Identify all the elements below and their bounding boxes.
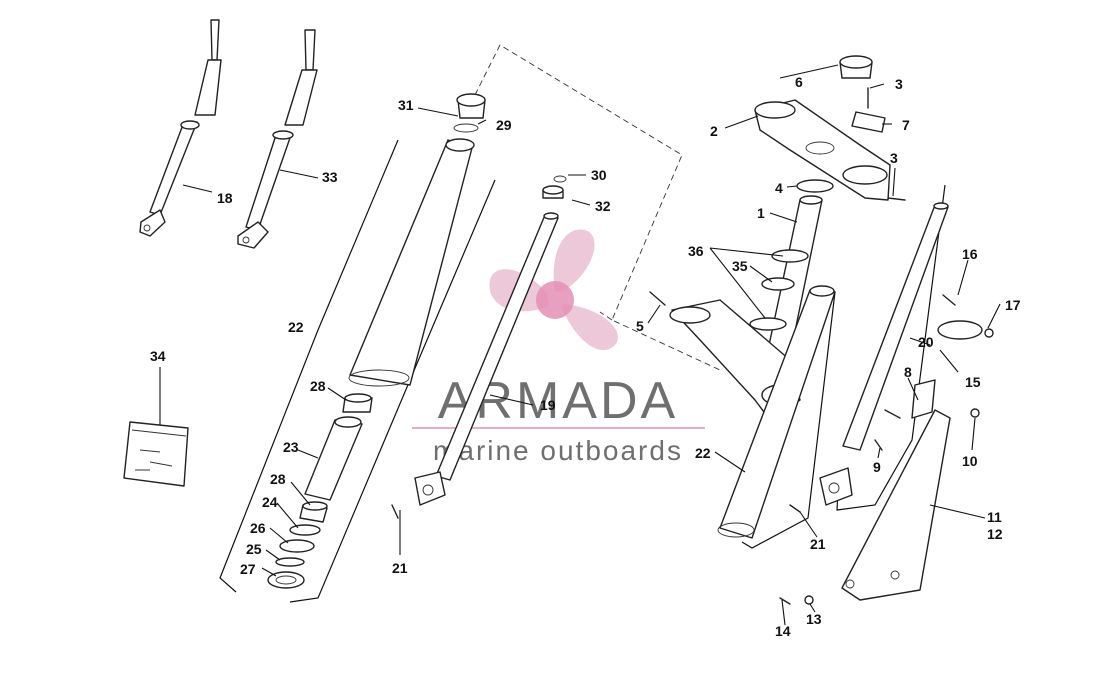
callout-31: 31 [398,97,414,113]
part-35-spacer [761,277,795,291]
callout-9: 9 [873,459,881,475]
steering-stem-group [649,55,906,421]
part-8-bracket [911,379,936,419]
part-3-bolt-side [887,197,906,201]
part-25-clip [275,557,305,567]
part-21-axle-clamp-left [414,471,446,506]
part-15-cable-clamp [937,320,983,340]
part-5-bolt [649,291,666,306]
callout-15: 15 [965,374,981,390]
part-7-clamp [851,111,886,133]
callout-33: 33 [322,169,338,185]
callout-14: 14 [775,623,791,639]
callout-5: 5 [636,318,644,334]
left-fork-leg-group [219,93,496,603]
callout-25: 25 [246,541,262,557]
callout-24: 24 [262,494,278,510]
callout-23: 23 [283,439,299,455]
part-9-bolt [874,439,883,451]
part-17-nut [984,328,994,338]
assembly-dashed-guide [474,44,721,371]
callout-4: 4 [775,180,783,196]
part-16-bolt [942,294,956,306]
callout-21-left: 21 [392,560,408,576]
callout-22-right: 22 [695,445,711,461]
part-13-washer [804,595,814,605]
part-24-washer [289,524,321,536]
callout-17: 17 [1005,297,1021,313]
callout-29: 29 [496,117,512,133]
part-36-bearing-lower [749,317,787,331]
callout-26: 26 [250,520,266,536]
callout-3-top: 3 [895,76,903,92]
part-33-inner-tube-assembly [237,29,318,249]
callout-16: 16 [962,246,978,262]
propeller-icon [489,229,618,351]
part-36-bearing-upper [771,249,809,263]
part-23-inner-tube-left [304,419,363,501]
callout-18: 18 [217,190,233,206]
callout-22-left: 22 [288,319,304,335]
center-rod-group [391,175,567,519]
part-11-fork-guard [841,409,951,601]
callout-8: 8 [904,364,912,380]
callout-6: 6 [795,74,803,90]
right-fork-leg-group [717,285,836,549]
part-10-nut [970,408,980,418]
left-leg-frame [219,139,399,593]
part-14-bolt [779,597,791,605]
callout-3-side: 3 [890,150,898,166]
part-30-ring [553,175,567,183]
callout-19: 19 [540,397,556,413]
part-22-outer-tube-left [349,139,473,386]
callout-32: 32 [595,198,611,214]
part-27-dust-seal [267,571,305,589]
callout-28-lower: 28 [270,471,286,487]
callout-21-right: 21 [810,536,826,552]
right-slider-group [779,184,994,605]
callout-labels: 18 33 34 31 29 30 32 22 28 23 28 24 26 2… [150,74,1021,639]
callout-11: 11 [987,509,1002,525]
callout-13: 13 [806,611,822,627]
callout-27: 27 [240,561,256,577]
part-34-bag [123,421,189,487]
callout-20: 20 [918,334,934,350]
callout-36: 36 [688,243,704,259]
part-26-seal [279,539,315,553]
callout-1: 1 [757,205,765,221]
part-18-inner-tube-assembly [139,19,222,237]
part-20-inner-tube-right [842,204,949,451]
part-21-axle-clamp-right [819,467,853,506]
watermark-tagline: marine outboards [433,435,683,466]
callout-34: 34 [150,348,166,364]
part-4-bearing [796,179,834,193]
callout-10: 10 [962,453,978,469]
callout-28-upper: 28 [310,378,326,394]
callout-7: 7 [902,117,910,133]
callout-30: 30 [591,167,607,183]
callout-35: 35 [732,258,748,274]
leader-lines [159,64,1001,626]
callout-12: 12 [987,526,1003,542]
callout-2: 2 [710,123,718,139]
